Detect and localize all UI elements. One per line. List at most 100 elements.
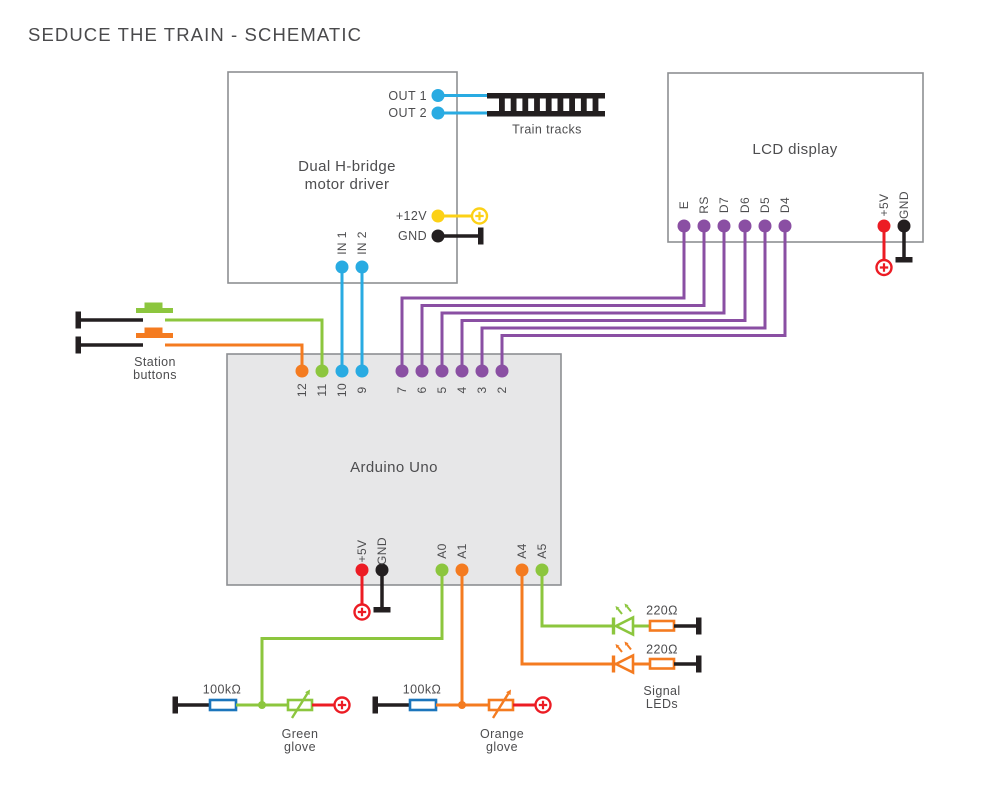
led-green-icon — [611, 603, 635, 637]
pin-dot-d6 — [738, 219, 752, 233]
lcd-pin-dots — [677, 219, 911, 233]
motor-driver-pin-dots — [335, 89, 445, 274]
lcd-pin-label-5v: +5V — [877, 193, 891, 217]
lcd-pin-label-d4: D4 — [778, 196, 792, 214]
resistor-label-100k-orange: 100kΩ — [402, 682, 442, 697]
pin-dot-in1 — [335, 260, 349, 274]
pin-dot-rs — [697, 219, 711, 233]
signal-led-orange — [611, 641, 702, 675]
pin-dot-lcd-5v — [877, 219, 891, 233]
arduino-pin-label-6: 6 — [415, 386, 429, 394]
resistor-100k-orange — [408, 698, 438, 712]
pin-dot-a4 — [515, 563, 529, 577]
lcd-pin-label-d5: D5 — [758, 196, 772, 214]
pin-dot-11 — [315, 364, 329, 378]
arduino-pin-label-3: 3 — [475, 386, 489, 394]
pin-label-out2: OUT 2 — [388, 106, 427, 120]
wire-a4-led — [520, 570, 616, 666]
motor-driver-box — [227, 71, 458, 284]
green-glove-circuit — [172, 689, 351, 719]
pin-dot-d5 — [758, 219, 772, 233]
ground-icon-led-top — [696, 617, 702, 635]
ground-icon-driver — [478, 227, 484, 245]
station-buttons-label: Station buttons — [133, 355, 177, 382]
arduino-pin-label-5v: +5V — [355, 539, 369, 563]
pin-dot-e — [677, 219, 691, 233]
pin-dot-arduino-gnd — [375, 563, 389, 577]
signal-led-green — [611, 603, 702, 637]
arduino-pin-label-gnd: GND — [375, 537, 389, 565]
arduino-pin-label-2: 2 — [495, 386, 509, 394]
ground-icon-green-glove — [172, 696, 178, 714]
resistor-100k-green — [208, 698, 238, 712]
wire-lcd-d5-pin3 — [480, 226, 767, 371]
pin-dot-2 — [495, 364, 509, 378]
resistor-label-220-bottom: 220Ω — [646, 642, 678, 657]
arduino-pin-label-a5: A5 — [535, 543, 549, 559]
pin-dot-5 — [435, 364, 449, 378]
pin-dot-out1 — [431, 89, 445, 102]
pin-dot-in2 — [355, 260, 369, 274]
wire-button-green-pin11 — [165, 318, 324, 371]
pin-dot-4 — [455, 364, 469, 378]
plus-supply-icon-green-glove — [333, 696, 351, 714]
arduino-pin-label-10: 10 — [335, 382, 349, 398]
arduino-pin-label-11: 11 — [315, 383, 329, 397]
lcd-pin-label-d7: D7 — [717, 196, 731, 214]
page-title: SEDUCE THE TRAIN - SCHEMATIC — [28, 24, 363, 45]
wire-lcd-d4-pin2 — [500, 226, 787, 371]
arduino-pin-label-12: 12 — [295, 382, 309, 398]
wire-lcd-rs-pin6 — [420, 226, 706, 371]
pin-dot-6 — [415, 364, 429, 378]
plus-supply-icon-12v — [470, 207, 489, 225]
signal-leds-label: Signal LEDs — [643, 684, 681, 711]
arduino-label: Arduino Uno — [350, 459, 438, 476]
arduino-pin-label-a4: A4 — [515, 543, 529, 559]
arduino-pin-label-5: 5 — [435, 386, 449, 394]
arduino-pin-label-9: 9 — [355, 386, 369, 394]
pin-dot-a5 — [535, 563, 549, 577]
wire-button-orange-pin12 — [165, 343, 304, 371]
pin-dot-d4 — [778, 219, 792, 233]
lcd-pin-label-gnd: GND — [897, 191, 911, 219]
pin-dot-10 — [335, 364, 349, 378]
plus-supply-icon-lcd — [875, 258, 893, 277]
resistor-label-100k-green: 100kΩ — [202, 682, 242, 697]
led-orange-icon — [611, 641, 635, 675]
pin-dot-12v — [431, 209, 445, 223]
train-tracks-label: Train tracks — [512, 122, 582, 137]
ground-icon-led-bottom — [696, 655, 702, 673]
orange-glove-label: Orange glove — [479, 727, 525, 754]
pin-dot-driver-gnd — [431, 229, 445, 243]
pin-dot-12 — [295, 364, 309, 378]
resistor-label-220-top: 220Ω — [646, 603, 678, 618]
lcd-data-wires — [400, 226, 787, 371]
green-glove-label: Green glove — [281, 727, 319, 754]
motor-driver-label: Dual H-bridge motor driver — [298, 158, 396, 193]
pin-dot-lcd-gnd — [897, 219, 911, 233]
ground-icon-arduino — [373, 607, 391, 613]
pin-label-driver-gnd: GND — [398, 229, 427, 243]
wire-lcd-e-pin7 — [400, 226, 686, 371]
pin-dot-arduino-5v — [355, 563, 369, 577]
potentiometer-orange-icon — [487, 689, 515, 719]
station-button-orange-icon — [75, 327, 173, 354]
potentiometer-green-icon — [286, 689, 314, 719]
arduino-pin-label-a0: A0 — [435, 543, 449, 559]
station-button-green-icon — [75, 302, 173, 329]
plus-supply-icon-orange-glove — [534, 696, 552, 714]
train-tracks-icon — [487, 93, 605, 117]
orange-glove-circuit — [372, 689, 552, 719]
ground-icon-lcd — [895, 257, 913, 263]
wire-lcd-d6-pin4 — [460, 226, 747, 371]
resistor-220-top — [648, 619, 676, 632]
pin-dot-a1 — [455, 563, 469, 577]
arduino-top-pin-dots — [295, 364, 509, 378]
resistor-220-bottom — [648, 657, 676, 670]
pin-dot-a0 — [435, 563, 449, 577]
pin-label-out1: OUT 1 — [388, 89, 427, 103]
arduino-pin-label-4: 4 — [455, 386, 469, 394]
lcd-box — [667, 72, 924, 243]
wire-lcd-d7-pin5 — [440, 226, 726, 371]
